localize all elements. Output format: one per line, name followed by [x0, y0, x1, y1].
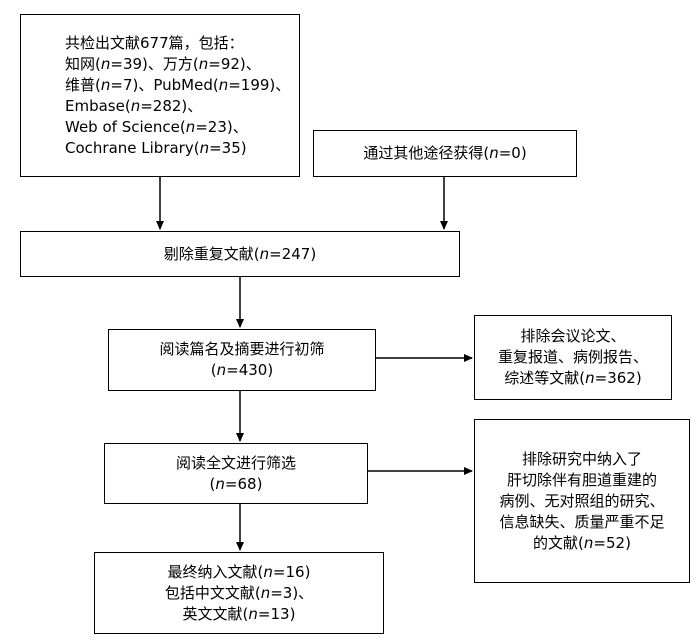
- text-fragment: 最终纳入文献(: [167, 562, 264, 581]
- text-fragment: 英文文献(: [182, 604, 249, 623]
- box-text-line: 包括中文文献(n=3)、: [165, 583, 313, 604]
- count-symbol: n: [489, 144, 499, 162]
- text-fragment: 肝切除伴有胆道重建的: [506, 470, 657, 489]
- box-text-line: 综述等文献(n=362): [504, 368, 641, 389]
- text-fragment: Web of Science(: [65, 117, 186, 136]
- text-fragment: 阅读全文进行筛选: [175, 453, 296, 472]
- count-symbol: n: [260, 583, 271, 602]
- records-identified-box: 共检出文献677篇，包括：知网(n=39)、万方(n=92)、维普(n=7)、P…: [20, 14, 300, 177]
- text-fragment: 通过其他途径获得(: [363, 144, 490, 162]
- count-symbol: n: [199, 138, 210, 157]
- text-fragment: 病例、无对照组的研究、: [499, 491, 665, 510]
- box-text-line: 排除会议论文、: [520, 326, 625, 347]
- box-text-line: Cochrane Library(n=35): [65, 138, 247, 159]
- text-fragment: 维普(: [65, 75, 101, 94]
- text-fragment: 综述等文献(: [504, 369, 586, 387]
- count-symbol: n: [259, 244, 270, 263]
- box-text-line: 知网(n=39)、万方(n=92)、: [65, 54, 261, 75]
- text-fragment: =0): [498, 144, 527, 162]
- box-text-line: Embase(n=282)、: [65, 96, 202, 117]
- text-fragment: =16): [272, 562, 311, 581]
- text-fragment: =52): [593, 533, 631, 552]
- box-text-line: 阅读全文进行筛选: [176, 453, 296, 474]
- text-fragment: 重复报道、病例报告、: [497, 348, 648, 366]
- title-abstract-screen-box: 阅读篇名及摘要进行初筛 (n=430): [108, 329, 376, 391]
- box-text-line: 最终纳入文献(n=16): [168, 562, 311, 583]
- box-text-line: 共检出文献677篇，包括：: [65, 33, 244, 54]
- count-symbol: n: [130, 96, 141, 115]
- count-symbol: n: [218, 75, 229, 94]
- count-symbol: n: [263, 562, 273, 581]
- count-symbol: n: [216, 361, 227, 379]
- count-symbol: n: [248, 604, 258, 623]
- count-symbol: n: [215, 474, 225, 493]
- excluded-records-box: 排除会议论文、重复报道、病例报告、综述等文献(n=362): [474, 315, 672, 400]
- text-fragment: =39)、万方(: [110, 54, 199, 73]
- text-fragment: (: [210, 361, 217, 379]
- count-symbol: n: [198, 54, 209, 73]
- studies-included-box: 最终纳入文献(n=16)包括中文文献(n=3)、英文文献(n=13): [94, 552, 384, 634]
- box-text-line: 肝切除伴有胆道重建的: [507, 470, 657, 491]
- text-fragment: =362): [594, 369, 642, 387]
- box-text-line: Web of Science(n=23)、: [65, 117, 248, 138]
- text-fragment: 信息缺失、质量严重不足: [499, 512, 665, 531]
- box-text-line: 的文献(n=52): [533, 533, 631, 554]
- box-text-line: (n=68): [210, 474, 263, 495]
- text-fragment: =7)、PubMed(: [110, 75, 219, 94]
- text-fragment: 排除会议论文、: [520, 327, 626, 345]
- fulltext-screen-box: 阅读全文进行筛选 (n=68): [104, 443, 368, 504]
- text-fragment: =13): [257, 604, 296, 623]
- box-text-line: 英文文献(n=13): [183, 604, 296, 625]
- text-fragment: =199)、: [228, 75, 291, 94]
- box-text-line: 阅读篇名及摘要进行初筛: [159, 339, 324, 360]
- box-text-line: 信息缺失、质量严重不足: [499, 512, 664, 533]
- count-symbol: n: [100, 75, 111, 94]
- box-text-line: 重复报道、病例报告、: [498, 347, 648, 368]
- text-fragment: (: [209, 474, 216, 493]
- text-fragment: =3)、: [270, 583, 314, 602]
- excluded-fulltext-box: 排除研究中纳入了肝切除伴有胆道重建的病例、无对照组的研究、信息缺失、质量严重不足…: [474, 419, 690, 583]
- box-text-line: 排除研究中纳入了: [522, 449, 642, 470]
- other-sources-box: 通过其他途径获得(n=0): [313, 130, 577, 177]
- box-text-line: 剔除重复文献(n=247): [164, 244, 316, 265]
- count-symbol: n: [585, 369, 595, 387]
- text-fragment: Cochrane Library(: [65, 138, 200, 157]
- text-fragment: 排除研究中纳入了: [521, 449, 642, 468]
- text-fragment: =68): [224, 474, 263, 493]
- text-fragment: =430): [226, 361, 274, 379]
- box-text-line: 维普(n=7)、PubMed(n=199)、: [65, 75, 290, 96]
- duplicates-removed-box: 剔除重复文献(n=247): [20, 231, 460, 277]
- text-fragment: Embase(: [65, 96, 131, 115]
- text-fragment: =247): [269, 244, 317, 263]
- count-symbol: n: [583, 533, 594, 552]
- text-fragment: 的文献(: [533, 533, 584, 552]
- text-fragment: =282)、: [140, 96, 203, 115]
- box-text-line: 病例、无对照组的研究、: [499, 491, 664, 512]
- text-fragment: 阅读篇名及摘要进行初筛: [159, 340, 325, 358]
- text-fragment: =35): [209, 138, 247, 157]
- text-fragment: =92)、: [208, 54, 261, 73]
- text-fragment: 知网(: [65, 54, 101, 73]
- count-symbol: n: [100, 54, 111, 73]
- text-fragment: 共检出文献677篇，包括：: [65, 33, 244, 52]
- box-text-line: 通过其他途径获得(n=0): [363, 143, 526, 164]
- text-fragment: 剔除重复文献(: [163, 244, 260, 263]
- text-fragment: 包括中文文献(: [164, 583, 261, 602]
- count-symbol: n: [185, 117, 196, 136]
- text-fragment: =23)、: [195, 117, 248, 136]
- box-text-line: (n=430): [211, 360, 273, 381]
